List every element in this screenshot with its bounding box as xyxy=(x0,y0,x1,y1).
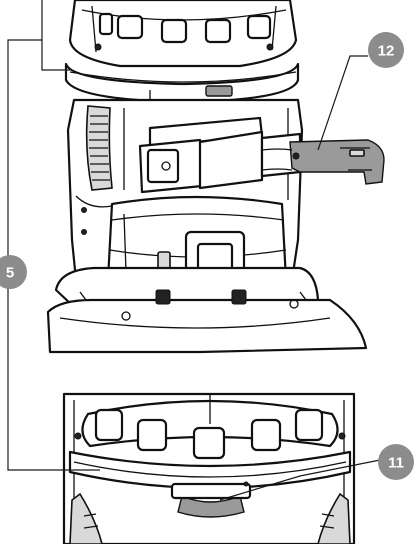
callout-11: 11 xyxy=(378,444,414,480)
callout-12-leader xyxy=(317,55,368,151)
collar-ring xyxy=(64,62,300,104)
upper-router-illustration xyxy=(46,0,385,354)
motor-housing-top xyxy=(68,0,298,68)
grip-ribs xyxy=(89,115,110,181)
callout-5-label: 5 xyxy=(6,265,14,282)
callout-5: 5 xyxy=(0,255,27,289)
base-plate xyxy=(46,266,368,354)
callout-12-label: 12 xyxy=(378,43,395,60)
lower-collar-illustration xyxy=(62,392,356,544)
callout-5-bracket xyxy=(7,0,100,471)
callout-12: 12 xyxy=(368,32,404,68)
depth-clamp-lever xyxy=(138,116,385,194)
callout-11-leader xyxy=(219,459,381,501)
callout-11-label: 11 xyxy=(388,455,404,472)
